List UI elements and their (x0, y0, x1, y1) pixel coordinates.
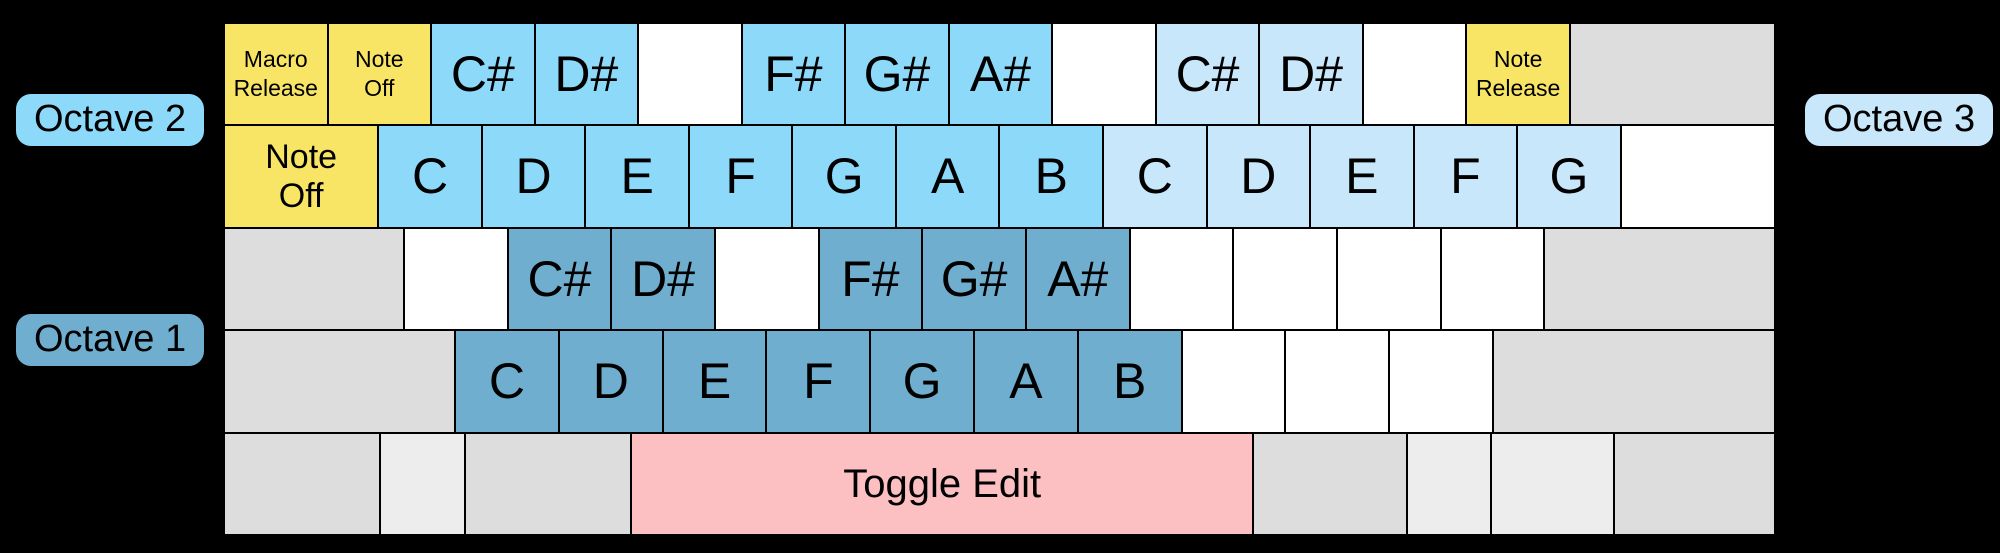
key-c-sharp: C# (508, 228, 611, 330)
key-unused (466, 433, 631, 535)
key-b: B (1078, 331, 1181, 432)
key-c-sharp: C# (1156, 24, 1259, 125)
key-a-sharp: A# (1026, 228, 1129, 330)
key-a-sharp: A# (949, 24, 1052, 125)
key-unused (225, 228, 403, 330)
key-unused-light (380, 433, 465, 535)
key-unused-light (1407, 433, 1490, 535)
key-unused (1615, 433, 1774, 535)
key-b: B (1000, 126, 1103, 227)
key-d: D (482, 126, 585, 227)
key-g-sharp: G# (846, 24, 948, 125)
octave-1-label: Octave 1 (16, 314, 205, 366)
key-d: D (1207, 126, 1310, 227)
key-blank (639, 24, 741, 125)
key-g: G (793, 126, 895, 227)
key-f: F (689, 126, 792, 227)
key-a: A (975, 331, 1077, 432)
key-unused (1570, 24, 1774, 125)
key-c: C (1104, 126, 1206, 227)
key-macro-release: Macro Release (225, 24, 327, 125)
octave-2-label: Octave 2 (16, 94, 205, 146)
keyboard-row-home-row: C#D# F#G#A# (225, 228, 1775, 330)
key-f-sharp: F# (742, 24, 845, 125)
key-note-off: Note Off (328, 24, 431, 125)
key-g-sharp: G# (923, 228, 1025, 330)
key-blank (1390, 331, 1493, 432)
key-c: C (456, 331, 558, 432)
key-blank (1053, 24, 1155, 125)
key-unused (225, 331, 455, 432)
key-blank (1441, 228, 1544, 330)
key-g: G (871, 331, 974, 432)
key-note-release: Note Release (1467, 24, 1569, 125)
key-c-sharp: C# (432, 24, 534, 125)
key-unused (1494, 331, 1774, 432)
key-unused-light (1491, 433, 1614, 535)
key-blank (1337, 228, 1440, 330)
key-f: F (1414, 126, 1517, 227)
key-blank (1130, 228, 1233, 330)
key-blank (1286, 331, 1389, 432)
octave-3-label: Octave 3 (1805, 94, 1994, 146)
key-blank (715, 228, 818, 330)
key-d: D (559, 331, 662, 432)
key-blank (1621, 126, 1774, 227)
key-g: G (1518, 126, 1620, 227)
keyboard-row-space-row: Toggle Edit (225, 433, 1774, 535)
key-c: C (379, 126, 481, 227)
key-a: A (896, 126, 999, 227)
key-note-off: Note Off (225, 126, 378, 227)
key-e: E (663, 331, 766, 432)
key-f-sharp: F# (819, 228, 922, 330)
key-blank (1234, 228, 1336, 330)
key-unused (1545, 228, 1775, 330)
key-d-sharp: D# (1260, 24, 1362, 125)
key-blank (1363, 24, 1466, 125)
key-e: E (586, 126, 688, 227)
key-unused (1254, 433, 1406, 535)
key-e: E (1311, 126, 1413, 227)
key-d-sharp: D# (612, 228, 714, 330)
key-toggle-edit: Toggle Edit (632, 433, 1253, 535)
key-blank (404, 228, 507, 330)
key-blank (1182, 331, 1285, 432)
key-unused (225, 433, 379, 535)
key-d-sharp: D# (535, 24, 638, 125)
key-f: F (767, 331, 870, 432)
